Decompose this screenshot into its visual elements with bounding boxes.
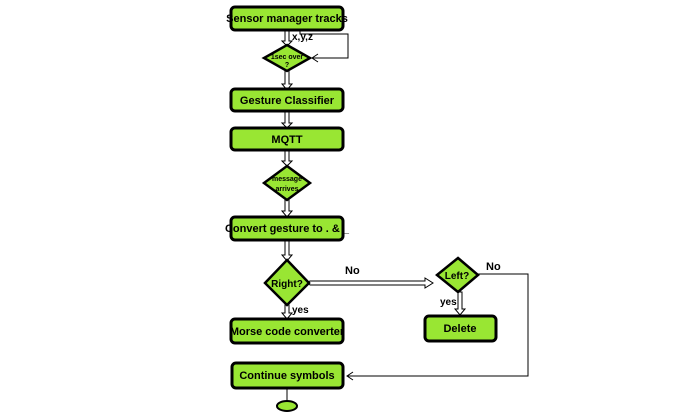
one-sec-over-decision: 1sec over ? (261, 43, 313, 73)
delete-node: Delete (423, 314, 498, 343)
morse-converter-label: Morse code converter (230, 326, 345, 338)
mqtt-node: MQTT (229, 126, 345, 152)
end-terminator (276, 400, 298, 412)
left-no-arrow-head (346, 371, 354, 381)
arrow-message-to-convert (280, 199, 294, 218)
left-no-connector (347, 273, 529, 377)
mqtt-label: MQTT (271, 134, 302, 146)
arrow-left-to-delete (453, 291, 467, 316)
arrow-mqtt-to-message (280, 150, 294, 167)
left-label: Left? (445, 271, 469, 282)
continue-symbols-node: Continue symbols (230, 361, 345, 390)
convert-gesture-label: Convert gesture to . & _ (225, 223, 350, 235)
right-yes-label: yes (292, 305, 309, 316)
continue-symbols-label: Continue symbols (239, 370, 334, 382)
one-sec-over-label-line2: ? (285, 62, 289, 69)
one-sec-over-label-line1: 1sec over (271, 54, 304, 61)
arrow-convert-to-right (280, 240, 294, 262)
left-no-label: No (486, 261, 501, 273)
arrow-classifier-to-mqtt (280, 111, 294, 129)
right-label: Right? (271, 279, 303, 290)
sensor-manager-node: Sensor manager tracks (226, 5, 348, 32)
message-arrives-decision: message arrives (261, 164, 313, 202)
message-arrives-label-line2: arrives (276, 186, 299, 193)
right-no-label: No (345, 265, 360, 277)
convert-gesture-node: Convert gesture to . & _ (225, 215, 350, 242)
arrow-right-to-morse (280, 304, 294, 320)
left-decision: Left? (435, 256, 480, 294)
arrow-sensor-to-timer (280, 30, 294, 47)
right-decision: Right? (263, 258, 311, 307)
morse-converter-node: Morse code converter (229, 317, 345, 345)
gesture-classifier-label: Gesture Classifier (240, 95, 335, 107)
sensor-manager-label: Sensor manager tracks (226, 13, 348, 25)
left-yes-label: yes (440, 297, 457, 308)
arrow-timer-to-classifier (280, 70, 294, 91)
connectors (280, 30, 529, 401)
gesture-classifier-node: Gesture Classifier (229, 87, 345, 113)
delete-label: Delete (443, 323, 476, 335)
loop-connector (299, 31, 349, 59)
xyz-label: x,y,z (292, 32, 313, 43)
message-arrives-label-line1: message (272, 176, 302, 183)
arrow-right-to-left (307, 277, 434, 289)
